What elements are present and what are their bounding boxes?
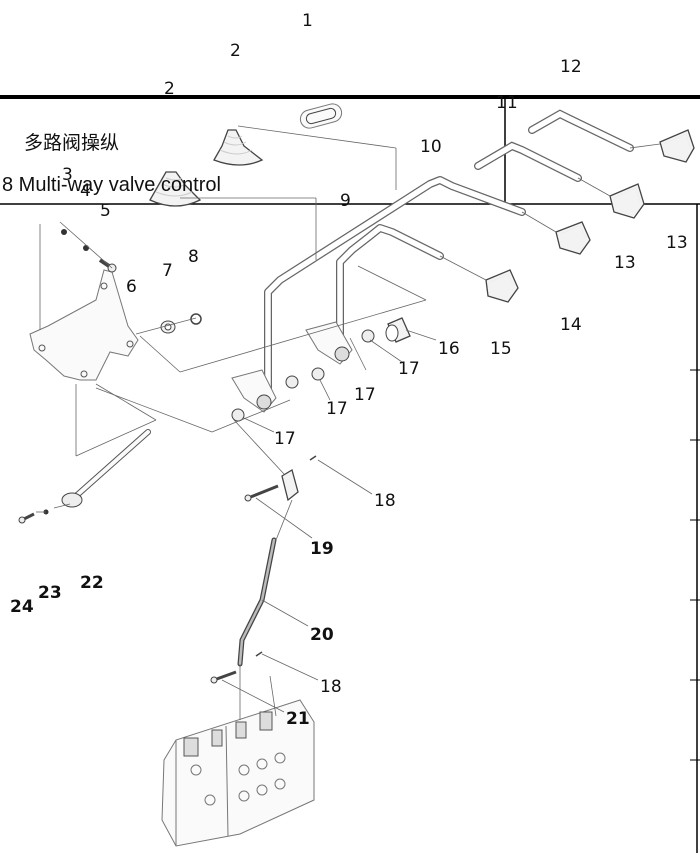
callout-11: 11 xyxy=(496,93,518,113)
callout-6: 6 xyxy=(126,277,137,297)
callout-1: 1 xyxy=(302,11,313,31)
callout-17-c: 17 xyxy=(326,399,348,419)
callout-17-d: 17 xyxy=(274,429,296,449)
part-2-boot-upper xyxy=(213,129,264,166)
callout-18-upper: 18 xyxy=(374,491,396,511)
callout-13-right: 13 xyxy=(666,233,688,253)
callout-17-b: 17 xyxy=(354,385,376,405)
callout-21: 21 xyxy=(286,709,310,729)
part-18-pins xyxy=(255,455,317,657)
lever-arm-lower xyxy=(231,369,277,413)
multi-way-valve-block xyxy=(161,699,315,847)
callout-24: 24 xyxy=(10,597,34,617)
callout-2-upper: 2 xyxy=(230,41,241,61)
callout-19: 19 xyxy=(310,539,334,559)
callout-5: 5 xyxy=(100,201,111,221)
callout-9: 9 xyxy=(340,191,351,211)
part-1-gasket xyxy=(299,103,343,129)
callout-12: 12 xyxy=(560,57,582,77)
part-11-lever xyxy=(474,141,582,182)
page-frame xyxy=(0,95,700,853)
part-6-bracket xyxy=(29,269,139,381)
part-13-knob xyxy=(609,183,645,219)
callout-leaders xyxy=(221,329,437,713)
callout-15: 15 xyxy=(490,339,512,359)
part-9-lever xyxy=(336,224,444,356)
part-20-rod xyxy=(237,537,277,667)
part-24-bolt xyxy=(18,512,35,524)
callout-10: 10 xyxy=(420,137,442,157)
callout-22: 22 xyxy=(80,573,104,593)
callout-17-a: 17 xyxy=(398,359,420,379)
callout-8: 8 xyxy=(188,247,199,267)
part-3-5-fasteners xyxy=(61,229,117,273)
part-21-screw xyxy=(210,670,237,684)
part-13-knob-top xyxy=(659,129,695,163)
part-10-lever xyxy=(264,176,526,394)
callout-labels: 1 2 2 3 4 5 6 7 8 9 10 11 12 13 13 14 15… xyxy=(10,11,688,729)
part-2-boot-lower xyxy=(149,171,202,207)
callout-2-lower: 2 xyxy=(164,79,175,99)
title-chinese: 多路阀操纵 xyxy=(24,132,120,154)
callout-13-mid: 13 xyxy=(614,253,636,273)
part-22-shaft xyxy=(61,429,151,508)
callout-7: 7 xyxy=(162,261,173,281)
part-14-knob xyxy=(555,221,591,255)
part-19-clevis xyxy=(244,469,299,502)
callout-16: 16 xyxy=(438,339,460,359)
callout-20: 20 xyxy=(310,625,334,645)
callout-4: 4 xyxy=(80,181,91,201)
callout-14: 14 xyxy=(560,315,582,335)
callout-18-lower: 18 xyxy=(320,677,342,697)
callout-3: 3 xyxy=(62,165,73,185)
callout-23: 23 xyxy=(38,583,62,603)
part-12-lever xyxy=(528,109,634,152)
leader-lines xyxy=(36,125,661,720)
part-15-knob xyxy=(485,269,519,303)
title-english: 8 Multi-way valve control xyxy=(2,174,221,196)
part-17-bushings xyxy=(231,329,375,422)
lever-arm-upper xyxy=(305,321,353,365)
part-16-bushing xyxy=(385,317,411,343)
